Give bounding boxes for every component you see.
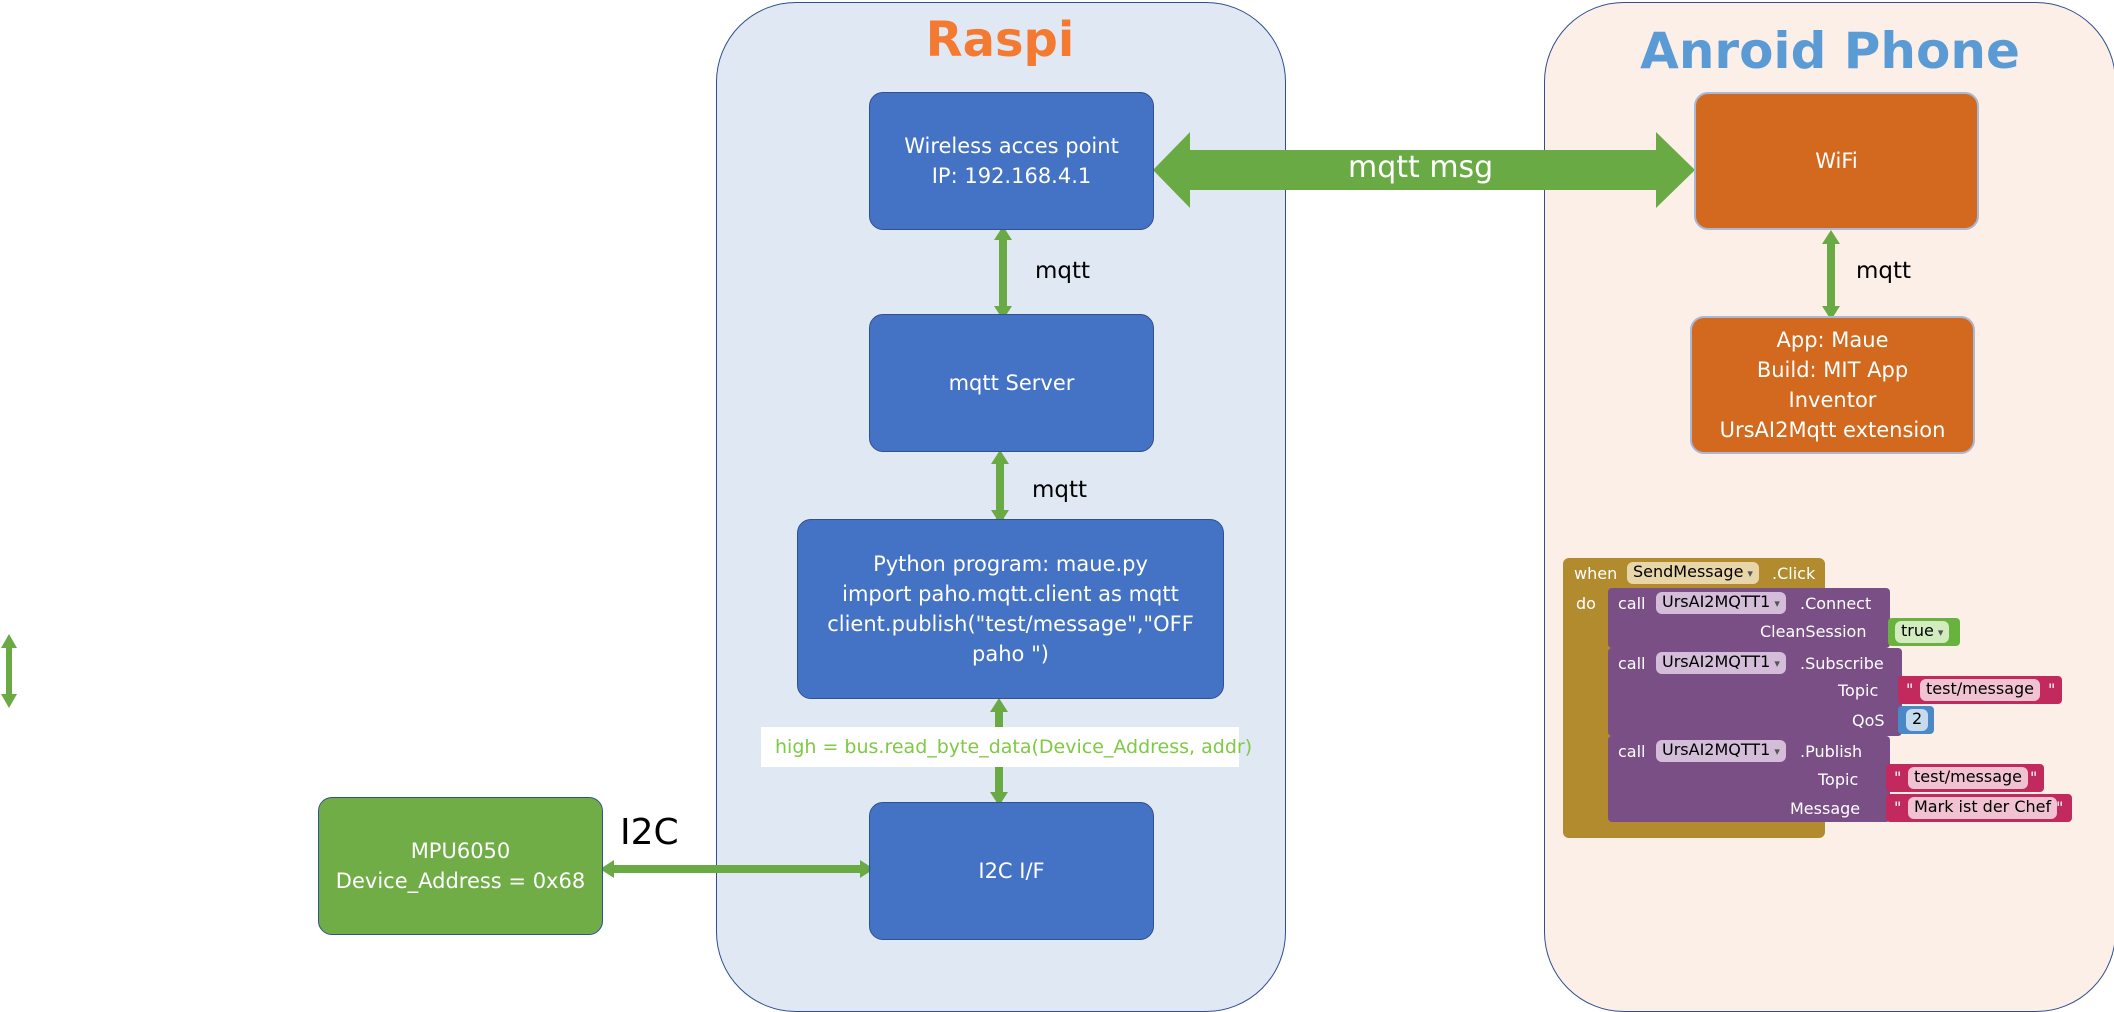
clean-session-label: CleanSession [1760,622,1867,641]
mqtt-server-box: mqtt Server [869,314,1154,452]
mpu6050-box: MPU6050 Device_Address = 0x68 [318,797,603,935]
subscribe-component-select[interactable]: UrsAI2MQTT1▾ [1656,652,1786,674]
qos-label: QoS [1852,711,1885,730]
stray-arrow [1,634,17,708]
publish-topic-quote-close: " [2030,768,2038,787]
i2c-link-label: I2C [620,812,679,853]
call-connect-label: call [1618,594,1646,613]
phone-title: Anroid Phone [1640,22,2020,80]
subscribe-topic-quote-close: " [2048,680,2056,699]
do-label: do [1576,594,1596,613]
subscribe-method-label: .Subscribe [1800,654,1884,673]
server-python-link-label: mqtt [1032,477,1088,503]
ap-server-arrow [994,226,1012,320]
when-label: when [1574,564,1618,583]
wifi-app-arrow [1822,230,1840,320]
message-quote-open: " [1894,798,1902,817]
i2c-if-box: I2C I/F [869,802,1154,940]
connect-method-label: .Connect [1800,594,1872,613]
python-program-box: Python program: maue.py import paho.mqtt… [797,519,1224,699]
message-quote-close: " [2056,798,2064,817]
publish-topic-value[interactable]: test/message [1908,767,2029,789]
publish-component-select[interactable]: UrsAI2MQTT1▾ [1656,740,1786,762]
clean-session-select[interactable]: true▾ [1895,621,1950,643]
publish-method-label: .Publish [1800,742,1863,761]
raspi-title: Raspi [925,12,1075,68]
publish-topic-label: Topic [1818,770,1859,789]
publish-topic-quote-open: " [1894,768,1902,787]
call-subscribe-label: call [1618,654,1646,673]
component-select[interactable]: SendMessage▾ [1627,562,1759,584]
wifi-app-link-label: mqtt [1856,258,1912,284]
access-point-box: Wireless acces point IP: 192.168.4.1 [869,92,1154,230]
ap-server-link-label: mqtt [1035,258,1091,284]
app-box: App: Maue Build: MIT App Inventor UrsAI2… [1690,316,1975,454]
connect-component-select[interactable]: UrsAI2MQTT1▾ [1656,592,1786,614]
read-code-label: high = bus.read_byte_data(Device_Address… [761,727,1252,767]
subscribe-topic-quote-open: " [1906,680,1914,699]
mpu-i2c-arrow [600,860,874,878]
message-label: Message [1790,799,1861,818]
server-python-arrow [991,450,1009,524]
qos-value[interactable]: 2 [1906,709,1929,731]
wifi-box: WiFi [1694,92,1979,230]
subscribe-topic-label: Topic [1838,681,1879,700]
message-value[interactable]: Mark ist der Chef [1908,797,2058,819]
mqtt-msg-arrow [1153,132,1695,208]
call-publish-label: call [1618,742,1646,761]
event-label: .Click [1772,564,1816,583]
mqtt-msg-label: mqtt msg [1348,150,1494,185]
subscribe-topic-value[interactable]: test/message [1920,679,2041,701]
